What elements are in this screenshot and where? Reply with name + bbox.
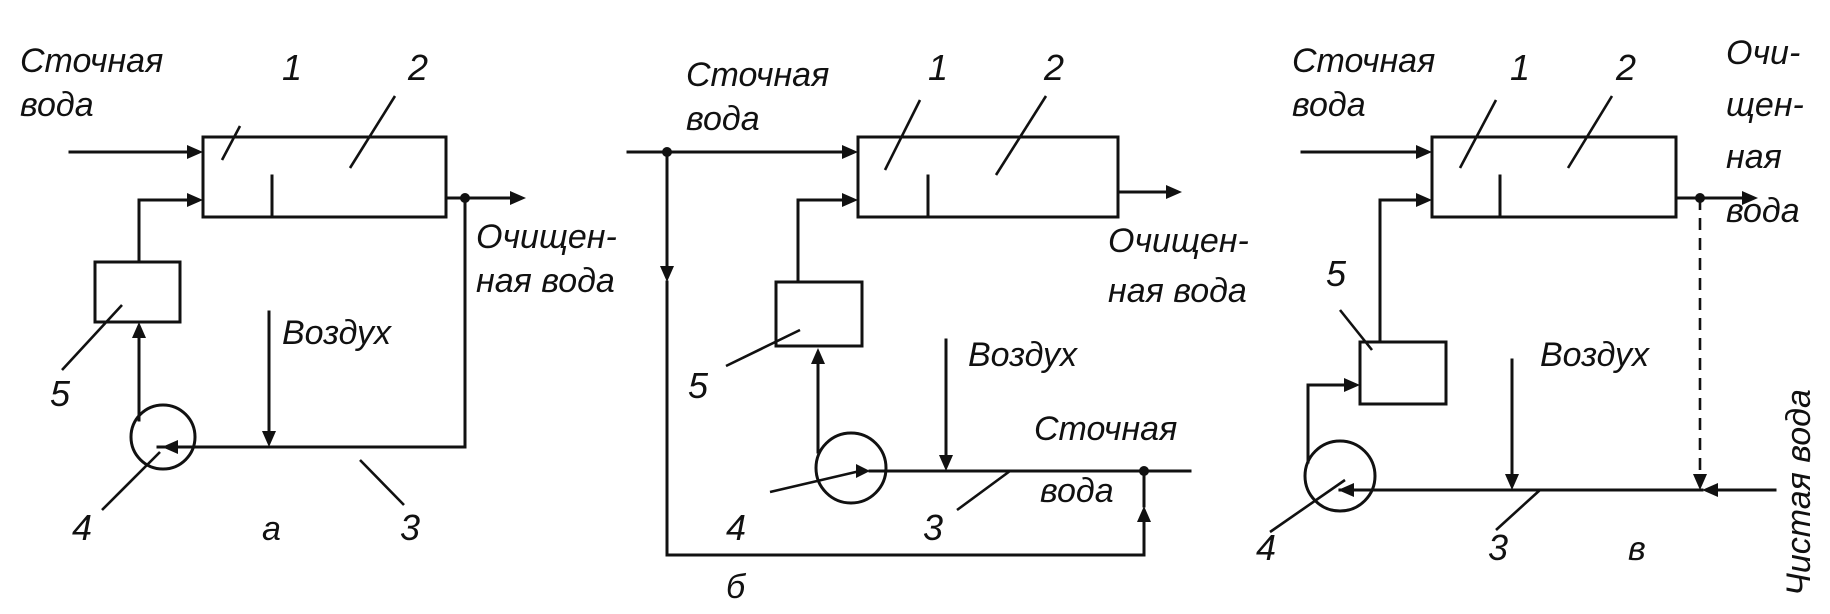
c-label-4: 4 [1256,527,1276,568]
a-leader-3 [359,459,405,506]
c-inflow-label-line1: Сточная [1292,42,1435,80]
c-dashed-return-arrowhead [1693,474,1707,490]
b-inflow-label-line1: Сточная [686,56,829,94]
a-leader-2 [348,95,397,169]
a-inflow-label-line1: Сточная [20,42,163,80]
b-regenerator-inlet-arrowhead [811,348,825,364]
a-inflow-arrowhead [187,145,203,159]
a-leader-5 [61,304,123,371]
c-leader-5 [1338,309,1374,351]
a-outflow-label-line2: ная вода [476,262,615,300]
b-bypass-pipe-lower [665,280,1146,557]
a-aeration-tank [201,135,448,219]
a-regenerator-inlet-arrowhead [132,322,146,338]
diagram-c: Сточная вода 1 2 Очи- щен- ная вода Возд… [1256,34,1818,596]
b-outflow-label-line2: ная вода [1108,272,1247,310]
a-leader-1 [220,125,242,161]
c-clean-water-label: Чистая вода [1780,389,1818,596]
b-pump [814,431,888,505]
c-sludge-pipe [1378,198,1421,344]
a-label-5: 5 [50,373,71,414]
c-caption: в [1628,530,1646,568]
c-leader-4 [1269,478,1346,534]
c-pump [1303,439,1377,513]
a-air-arrowhead [262,431,276,447]
b-inflow-label-line2: вода [686,100,760,138]
b-second-inflow-junction [1139,466,1149,476]
b-inflow-arrowhead [842,145,858,159]
a-label-4: 4 [72,507,92,548]
a-sludge-pipe [137,198,192,264]
a-air-label: Воздух [282,314,392,352]
a-regenerator [93,260,182,324]
b-label-1: 1 [928,47,948,88]
c-leader-1 [1458,99,1498,169]
c-air-arrowhead [1505,474,1519,490]
a-caption: а [262,510,281,548]
b-label-5: 5 [688,365,709,406]
b-second-inflow-label-line2: вода [1040,472,1114,510]
a-label-1: 1 [282,47,302,88]
c-inflow-arrowhead [1416,145,1432,159]
c-sludge-arrowhead [1416,193,1432,207]
a-sludge-arrowhead [187,193,203,207]
b-caption: б [726,568,747,606]
a-pump-inlet-arrowhead [162,440,178,454]
b-second-inflow-label-line1: Сточная [1034,410,1177,448]
a-inflow-label-line2: вода [20,86,94,124]
c-pump-to-regenerator-pipe [1306,383,1348,464]
b-label-3: 3 [923,507,943,548]
b-sludge-arrowhead [842,193,858,207]
c-label-1: 1 [1510,47,1530,88]
b-sludge-pipe [796,198,847,284]
b-pump-inlet-arrowhead [856,464,870,478]
c-leader-2 [1566,95,1614,169]
a-label-2: 2 [407,47,428,88]
c-regenerator [1358,340,1448,406]
c-outflow-arrowhead [1742,191,1758,205]
b-outflow-arrowhead [1166,185,1182,199]
b-leader-3 [956,469,1011,512]
b-bypass-arrowhead [660,266,674,282]
b-air-arrowhead [939,455,953,471]
a-label-3: 3 [400,507,420,548]
b-leader-5 [725,328,801,368]
b-air-label: Воздух [968,336,1078,374]
c-air-label: Воздух [1540,336,1650,374]
c-label-2: 2 [1615,47,1636,88]
c-label-5: 5 [1326,253,1347,294]
b-regenerator [774,280,864,348]
c-leader-3 [1495,489,1541,531]
c-outflow-label-line1: Очи- [1726,34,1800,72]
c-outflow-label-line3: ная [1726,138,1782,176]
c-clean-water-arrowhead [1702,483,1718,497]
b-label-2: 2 [1043,47,1064,88]
c-inflow-label-line2: вода [1292,86,1366,124]
b-leader-1 [883,99,922,171]
a-leader-4 [101,451,161,511]
diagram-b: Сточная вода 1 2 Очищен- ная вода Воздух… [626,47,1249,606]
b-outflow-label-line1: Очищен- [1108,222,1249,260]
b-aeration-tank [856,135,1120,219]
b-label-4: 4 [726,507,746,548]
a-outflow-arrowhead [510,191,526,205]
c-aeration-tank [1430,135,1678,219]
b-bypass-return-arrowhead [1137,506,1151,522]
a-outflow-label-line1: Очищен- [476,218,617,256]
c-pump-inlet-arrowhead [1338,483,1354,497]
b-leader-4 [769,469,861,494]
b-leader-2 [994,95,1048,176]
diagram-a: Сточная вода 1 2 Очищен- ная вода Воздух… [20,42,617,548]
c-label-3: 3 [1488,527,1508,568]
c-regenerator-inlet-arrowhead [1344,378,1360,392]
a-pump [129,403,197,471]
c-outflow-label-line2: щен- [1726,86,1804,124]
